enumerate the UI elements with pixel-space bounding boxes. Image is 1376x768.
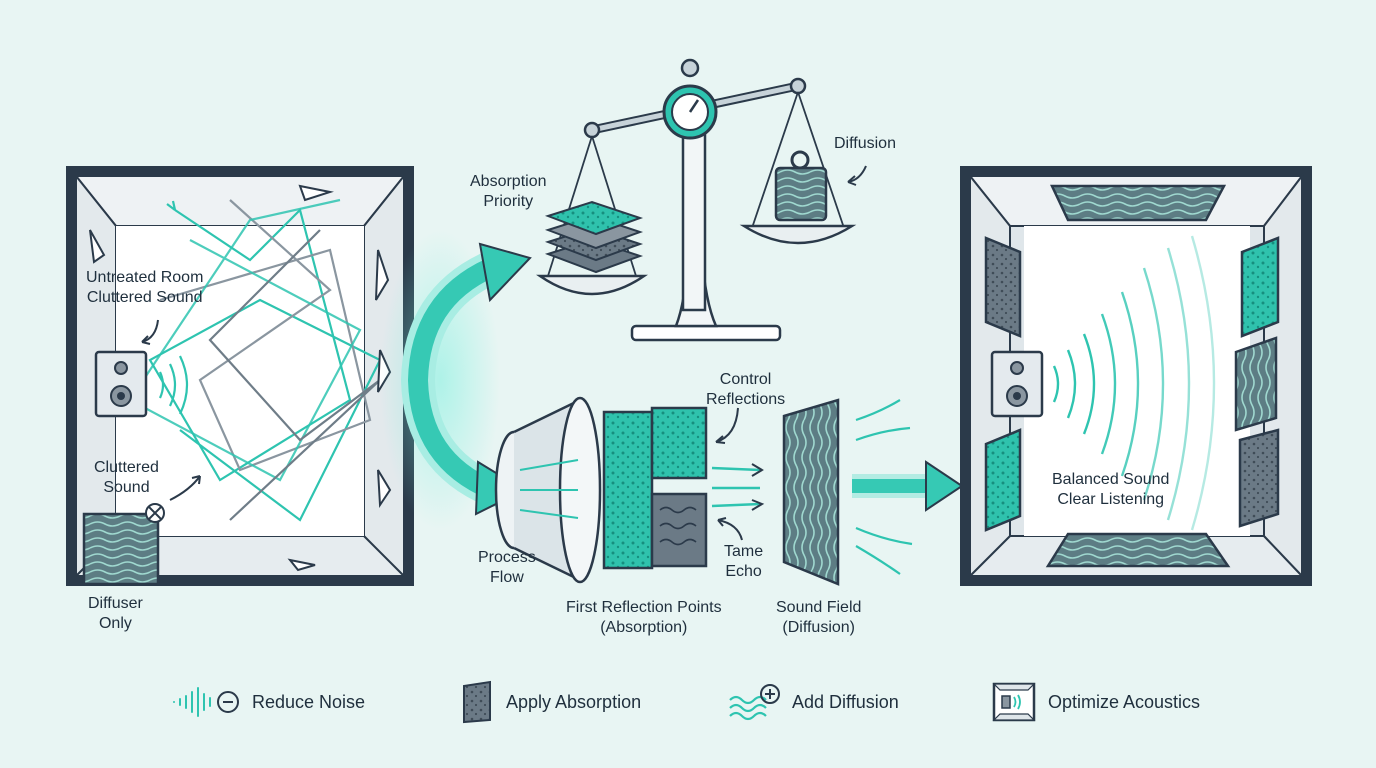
absorption-priority-label: Absorption Priority	[470, 172, 547, 212]
legend-label: Add Diffusion	[792, 691, 899, 712]
tame-echo-label: Tame Echo	[724, 542, 763, 582]
label-line: Diffuser	[88, 595, 143, 612]
diffusion-label: Diffusion	[834, 135, 896, 152]
wave-plus-icon	[729, 684, 780, 721]
process-pipeline	[494, 396, 964, 586]
legend-item-add-diffusion: Add Diffusion	[728, 678, 899, 726]
label-line: Clear Listening	[1057, 491, 1165, 508]
process-flow-arrow	[380, 230, 532, 530]
gauge-icon	[662, 84, 718, 140]
blocked-icon	[145, 503, 165, 523]
label-line: Cluttered	[94, 459, 159, 476]
untreated-room-label: Untreated Room Cluttered Sound	[86, 268, 203, 308]
absorption-panel-icon	[463, 680, 491, 724]
balance-scale	[535, 58, 867, 342]
balanced-sound-label: Balanced Sound Clear Listening	[1052, 470, 1169, 510]
sound-field-label: Sound Field (Diffusion)	[776, 598, 861, 638]
legend-item-reduce-noise: Reduce Noise	[170, 678, 365, 726]
control-reflections-label: Control Reflections	[706, 370, 785, 410]
speaker-icon	[990, 350, 1044, 418]
label-line: Absorption	[470, 173, 547, 190]
label-line: First Reflection Points	[566, 599, 722, 616]
legend-item-optimize-acoustics: Optimize Acoustics	[992, 678, 1200, 726]
legend: Reduce Noise Apply Absorption Add Diffus…	[0, 678, 1376, 726]
treated-room	[960, 166, 1312, 586]
label-line: Untreated Room	[86, 269, 204, 286]
label-line: Reflections	[706, 391, 786, 408]
label-line: Sound	[103, 479, 150, 496]
label-line: Tame	[724, 543, 764, 560]
legend-label: Apply Absorption	[506, 691, 642, 712]
label-line: Process	[478, 549, 536, 566]
legend-label: Optimize Acoustics	[1048, 691, 1201, 712]
label-line: (Absorption)	[600, 619, 688, 636]
diffuser-panel-icon	[82, 512, 160, 586]
label-line: Control	[719, 371, 772, 388]
label-line: Balanced Sound	[1052, 471, 1170, 488]
label-line: Cluttered Sound	[86, 289, 203, 306]
process-flow-label: Process Flow	[478, 548, 536, 588]
first-reflection-points-label: First Reflection Points (Absorption)	[566, 598, 722, 638]
label-line: Priority	[483, 193, 534, 210]
label-line: Sound Field	[776, 599, 862, 616]
soundwave-minus-icon	[173, 687, 239, 717]
legend-item-apply-absorption: Apply Absorption	[460, 678, 641, 726]
speaker-icon	[94, 350, 148, 418]
legend-label: Reduce Noise	[252, 691, 366, 712]
diffuser-weight	[774, 150, 828, 222]
room-speaker-icon	[992, 682, 1036, 722]
label-line: Echo	[725, 563, 762, 580]
label-line: Only	[98, 615, 132, 632]
label-line: Flow	[490, 569, 524, 586]
cluttered-sound-label: Cluttered Sound	[94, 458, 159, 498]
diffuser-only-label: Diffuser Only	[88, 594, 143, 634]
label-line: (Diffusion)	[782, 619, 855, 636]
untreated-room	[66, 166, 414, 586]
absorption-foam-stack	[544, 200, 644, 274]
